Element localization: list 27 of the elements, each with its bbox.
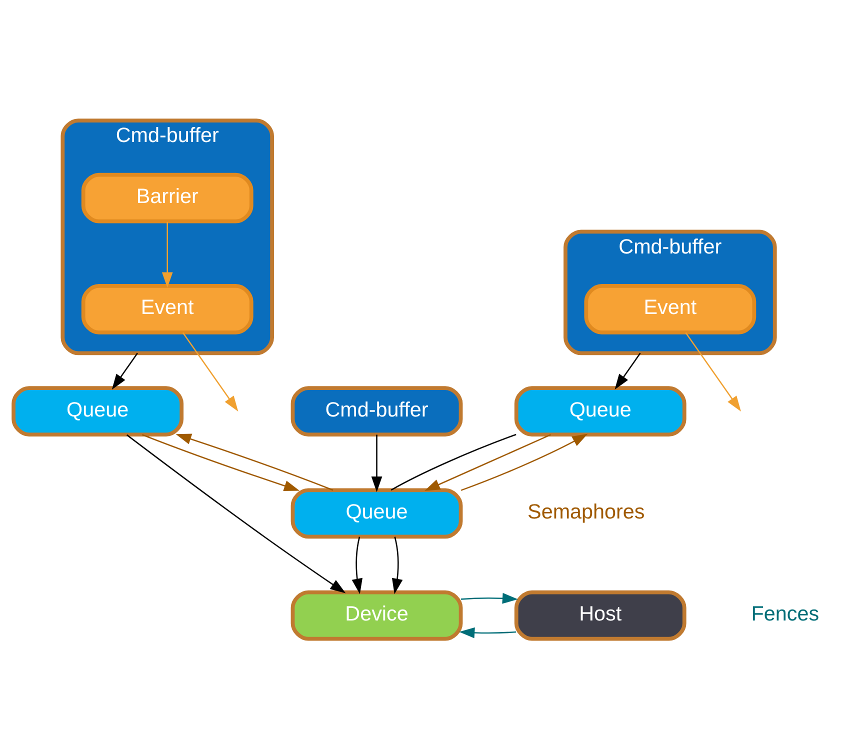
arrow <box>614 352 641 390</box>
arrow <box>352 536 362 594</box>
node-box: Queue <box>514 386 686 436</box>
arrow <box>142 434 300 491</box>
label: Semaphores <box>528 500 645 523</box>
node-box: Event <box>584 284 756 334</box>
arrow <box>685 332 741 412</box>
connector <box>390 433 516 490</box>
arrow <box>459 626 516 638</box>
node-box: Queue <box>12 386 184 436</box>
arrow <box>112 352 138 390</box>
arrow <box>126 434 346 593</box>
node-box: Queue <box>290 488 463 538</box>
label: Fences <box>751 602 820 625</box>
node-box: Device <box>290 590 463 640</box>
node-box: Barrier <box>81 172 254 223</box>
node-box: Cmd-buffer <box>290 386 463 436</box>
arrow <box>460 433 588 490</box>
arrow <box>461 592 518 604</box>
node-box: Event <box>81 284 254 334</box>
node-box: Host <box>514 590 686 640</box>
arrow <box>424 434 552 490</box>
arrow <box>182 332 238 412</box>
arrow <box>392 536 403 594</box>
arrow <box>176 433 334 490</box>
arrow <box>371 434 382 492</box>
arrow <box>162 221 173 288</box>
